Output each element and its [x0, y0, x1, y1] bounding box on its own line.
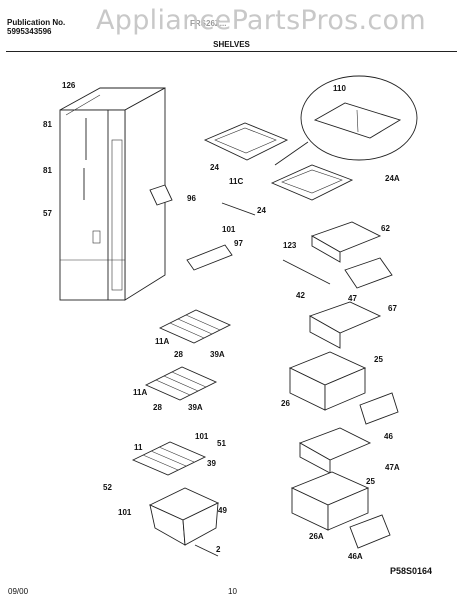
callout-label: 47 — [348, 294, 357, 303]
wire-shelf-11a — [158, 309, 232, 344]
callout-label: 81 — [43, 166, 52, 175]
callout-label: 25 — [374, 355, 383, 364]
callout-label: 11 — [134, 443, 143, 452]
callout-label: 28 — [153, 403, 162, 412]
bar-42 — [282, 259, 331, 285]
door-bin-46 — [359, 392, 399, 425]
callout-label: 67 — [388, 304, 397, 313]
callout-label: 26A — [309, 532, 324, 541]
callout-label: 81 — [43, 120, 52, 129]
wire-basket-49 — [148, 487, 220, 546]
callout-labels: 126 81 81 57 96 97 110 24 11C 101 24 24A… — [43, 81, 400, 561]
pan-26 — [288, 351, 367, 411]
refrigerator-cabinet — [59, 87, 166, 301]
callout-label: 39A — [210, 350, 225, 359]
callout-label: 101 — [118, 508, 132, 517]
callout-label: 126 — [62, 81, 76, 90]
model-number: FRS26Z... — [190, 19, 227, 28]
callout-label: 46 — [384, 432, 393, 441]
glass-shelf-24 — [203, 122, 289, 161]
wire-shelf-11 — [131, 441, 207, 476]
callout-label: 52 — [103, 483, 112, 492]
footer-date: 09/00 — [8, 587, 29, 596]
crisper-cover-62 — [310, 221, 382, 263]
header-rule — [6, 51, 457, 52]
callout-label: 62 — [381, 224, 390, 233]
callout-label: 123 — [283, 241, 297, 250]
callout-label: 28 — [174, 350, 183, 359]
callout-label: 42 — [296, 291, 305, 300]
callout-label: 47A — [385, 463, 400, 472]
rail-97 — [186, 244, 233, 271]
page-number: 10 — [228, 587, 237, 596]
rail-96 — [149, 184, 173, 206]
door-bin-46a — [349, 514, 391, 549]
callout-label: 51 — [217, 439, 226, 448]
callout-label: 49 — [218, 506, 227, 515]
watermark: AppliancePartsPros.com — [96, 5, 426, 36]
door-bin-67 — [344, 257, 393, 289]
publication-label: Publication No. — [7, 18, 66, 27]
callout-label: 101 — [195, 432, 209, 441]
detail-circle-110 — [274, 75, 418, 166]
glass-shelf-24-lower — [270, 164, 354, 201]
callout-label: 2 — [216, 545, 221, 554]
callout-label: 25 — [366, 477, 375, 486]
publication-number: 5995343596 — [7, 27, 52, 36]
callout-label: 57 — [43, 209, 52, 218]
callout-label: 24 — [257, 206, 266, 215]
pan-26a — [290, 471, 370, 531]
figure-code: P58S0164 — [390, 566, 433, 576]
section-title: SHELVES — [213, 40, 250, 49]
callout-label: 101 — [222, 225, 236, 234]
callout-label: 11A — [133, 388, 147, 397]
callout-label: 39A — [188, 403, 203, 412]
drawer-47 — [308, 301, 382, 349]
bracket-11c — [221, 202, 256, 216]
callout-label: 96 — [187, 194, 196, 203]
callout-label: 46A — [348, 552, 363, 561]
drawer-47a — [298, 427, 372, 474]
callout-label: 11A — [155, 337, 169, 346]
callout-label: 26 — [281, 399, 290, 408]
wire-shelf-11a-2 — [144, 366, 218, 401]
callout-label: 97 — [234, 239, 243, 248]
callout-label: 110 — [333, 84, 346, 93]
callout-label: 24 — [210, 163, 219, 172]
handle-2 — [194, 544, 219, 557]
callout-label: 11C — [229, 177, 243, 186]
callout-label: 24A — [385, 174, 400, 183]
callout-label: 39 — [207, 459, 216, 468]
